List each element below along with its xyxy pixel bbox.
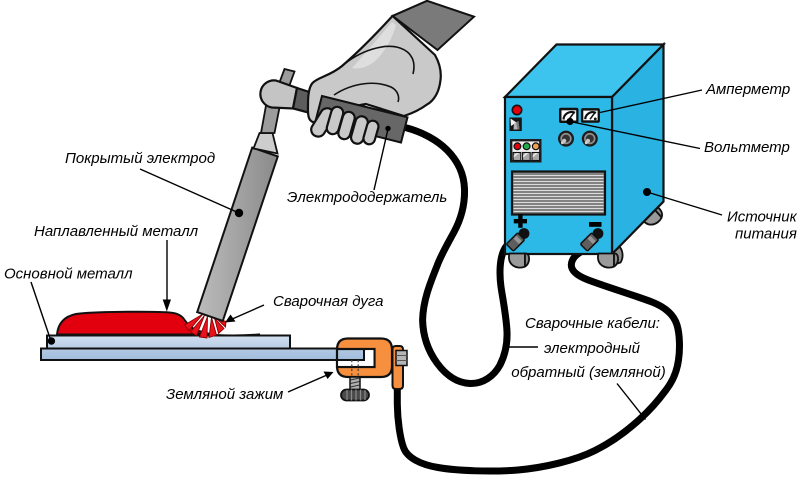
- svg-text:Амперметр: Амперметр: [705, 81, 790, 98]
- svg-text:Основной металл: Основной металл: [4, 266, 133, 283]
- svg-text:электродный: электродный: [544, 340, 641, 357]
- svg-text:Сварочные кабели:: Сварочные кабели:: [525, 315, 660, 332]
- svg-text:Наплавленный металл: Наплавленный металл: [34, 223, 199, 240]
- svg-text:Вольтметр: Вольтметр: [704, 139, 790, 156]
- svg-text:обратный (земляной): обратный (земляной): [511, 364, 665, 381]
- svg-text:питания: питания: [735, 226, 797, 243]
- svg-text:Земляной зажим: Земляной зажим: [166, 386, 283, 403]
- svg-text:Покрытый электрод: Покрытый электрод: [65, 150, 215, 167]
- svg-text:Электрододержатель: Электрододержатель: [287, 189, 447, 206]
- svg-text:Сварочная дуга: Сварочная дуга: [273, 293, 383, 310]
- svg-text:Источник: Источник: [727, 209, 798, 226]
